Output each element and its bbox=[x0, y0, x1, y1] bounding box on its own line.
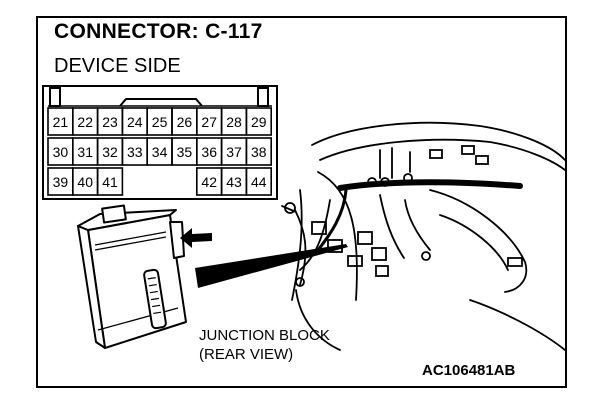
pin-label-43: 43 bbox=[226, 174, 242, 190]
pin-label-39: 39 bbox=[53, 174, 69, 190]
pin-label-30: 30 bbox=[53, 144, 69, 160]
pin-label-22: 22 bbox=[77, 114, 93, 130]
clip-2 bbox=[461, 145, 475, 155]
caption-line-2: (REAR VIEW) bbox=[199, 346, 294, 363]
pin-label-31: 31 bbox=[77, 144, 93, 160]
dashboard-bottom-curve bbox=[469, 299, 566, 351]
connector-subtitle: DEVICE SIDE bbox=[54, 55, 181, 77]
arrow-head-icon bbox=[180, 228, 212, 248]
ground-bolt bbox=[284, 202, 296, 214]
connector-housing bbox=[42, 85, 278, 200]
connector-latch-left bbox=[49, 87, 61, 107]
relay-2 bbox=[327, 239, 343, 253]
glovebox-inner bbox=[439, 214, 509, 271]
relay-3 bbox=[357, 231, 373, 245]
connector-plug-5 bbox=[295, 277, 305, 287]
pin-label-35: 35 bbox=[177, 144, 193, 160]
connector-title: CONNECTOR: C-117 bbox=[54, 20, 263, 43]
main-harness bbox=[337, 179, 523, 191]
pin-cell-41 bbox=[96, 167, 124, 196]
junction-block-tab bbox=[101, 204, 127, 224]
pin-label-21: 21 bbox=[53, 114, 69, 130]
pin-label-23: 23 bbox=[102, 114, 118, 130]
figure-code: AC106481AB bbox=[422, 362, 516, 379]
figure-border bbox=[36, 16, 567, 388]
connector-plug-4 bbox=[421, 251, 431, 261]
connector-pins: 21 22 23 24 25 26 27 28 29 30 31 32 33 34 35 36 37 38 39 40… bbox=[47, 107, 272, 196]
pin-label-36: 36 bbox=[201, 144, 217, 160]
connector-plug-1 bbox=[367, 177, 377, 187]
pin-label-40: 40 bbox=[77, 174, 93, 190]
pin-cell-44 bbox=[245, 167, 272, 196]
dashboard-trim-line bbox=[319, 138, 566, 171]
wire-4 bbox=[294, 209, 307, 286]
junction-block-connector bbox=[169, 221, 185, 259]
pin-label-25: 25 bbox=[152, 114, 168, 130]
pin-label-26: 26 bbox=[177, 114, 193, 130]
location-beam bbox=[195, 244, 348, 288]
clip-3 bbox=[475, 155, 489, 165]
pin-label-27: 27 bbox=[201, 114, 217, 130]
pin-label-28: 28 bbox=[226, 114, 242, 130]
pin-label-41: 41 bbox=[102, 174, 118, 190]
caption-line-1: JUNCTION BLOCK bbox=[199, 327, 330, 344]
clip-1 bbox=[429, 149, 443, 159]
dashboard-upper-edge bbox=[311, 121, 566, 161]
pin-label-42: 42 bbox=[201, 174, 217, 190]
wire-2 bbox=[379, 194, 405, 259]
connector-key bbox=[119, 98, 203, 107]
relay-4 bbox=[371, 247, 387, 261]
relay-5 bbox=[347, 255, 363, 267]
relay-6 bbox=[375, 265, 389, 277]
connector-latch-right bbox=[257, 87, 269, 107]
pin-label-37: 37 bbox=[226, 144, 242, 160]
glovebox-outline bbox=[429, 189, 528, 293]
junction-block-port-ribs bbox=[147, 277, 162, 315]
junction-block-illustration bbox=[77, 204, 187, 349]
pointer-arrow bbox=[180, 228, 212, 248]
pin-label-34: 34 bbox=[152, 144, 168, 160]
wire-3 bbox=[404, 199, 431, 251]
pin-label-32: 32 bbox=[102, 144, 118, 160]
pin-label-33: 33 bbox=[127, 144, 143, 160]
connector-outline bbox=[42, 85, 278, 200]
clip-4 bbox=[507, 257, 523, 267]
pin-label-29: 29 bbox=[251, 114, 267, 130]
dashboard-lower-edge bbox=[291, 189, 341, 351]
relay-1 bbox=[311, 221, 327, 235]
dashboard-left-panel bbox=[317, 171, 358, 301]
dashboard-illustration bbox=[281, 121, 566, 351]
connector-plug-3 bbox=[403, 173, 413, 183]
pin-cell-38 bbox=[245, 137, 272, 166]
harness-branch bbox=[316, 188, 348, 252]
wire-drops bbox=[379, 147, 411, 179]
pin-cell-29 bbox=[245, 107, 272, 136]
pin-label-38: 38 bbox=[251, 144, 267, 160]
connector-plug-2 bbox=[380, 177, 390, 187]
pin-label-24: 24 bbox=[127, 114, 143, 130]
pin-label-44: 44 bbox=[251, 174, 267, 190]
